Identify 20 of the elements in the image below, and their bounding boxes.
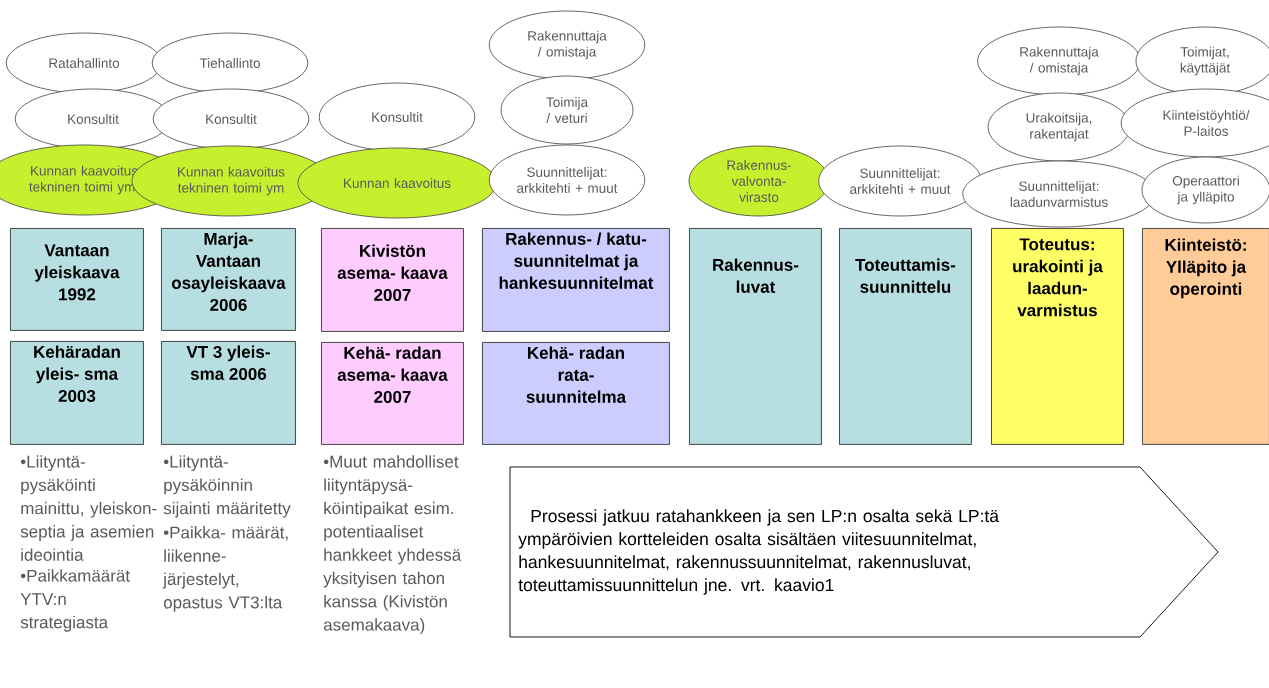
phase-box: Vantaan yleiskaava 1992 [10,228,144,331]
phase-box: Kivistön asema- kaava 2007 [321,228,464,332]
phase-box: Toteutus: urakointi ja laadun- varmistus [991,228,1124,445]
node-label: Toimijat, käyttäjät [1180,46,1231,76]
phase-box: Kehäradan yleis- sma 2003 [10,341,144,445]
phase-box: Rakennus- luvat [689,228,822,445]
phase-box: Toteuttamis- suunnittelu [839,228,972,445]
phase-box: Marja- Vantaan osayleiskaava 2006 [161,228,296,331]
phase-box: Kehä- radan rata- suunnitelma [482,342,670,445]
node-label: Kiinteistöyhtiö/ P-laitos [1163,110,1250,136]
phase-box: VT 3 yleis- sma 2006 [161,341,296,445]
note-text: •Liityntä- pysäköinti mainittu, yleiskon- septia ja asemien ideointia [20,455,157,561]
node-label: Operaattori ja ylläpito [1172,175,1239,205]
note-text: •Paikka- määrät, liikenne- järjestelyt, opastus VT3:lta [162,526,288,612]
note-text: •Muut mahdolliset liityntäpysä- köintipaikat esim. potentiaaliset hankkeet yhdessä yksityisen tahon kanssa (Kivistön asemakaava) [323,455,462,635]
note-text: •Liityntä- pysäköinnin sijainti määritetty [163,455,291,518]
phase-box: Kehä- radan asema- kaava 2007 [321,342,464,445]
phase-box: Rakennus- / katu- suunnitelmat ja hankesuunnitelmat [482,228,670,332]
phase-box: Kiinteistö: Ylläpito ja operointi [1142,228,1269,445]
note-text: •Paikkamäärät YTV:n strategiasta [20,569,130,632]
